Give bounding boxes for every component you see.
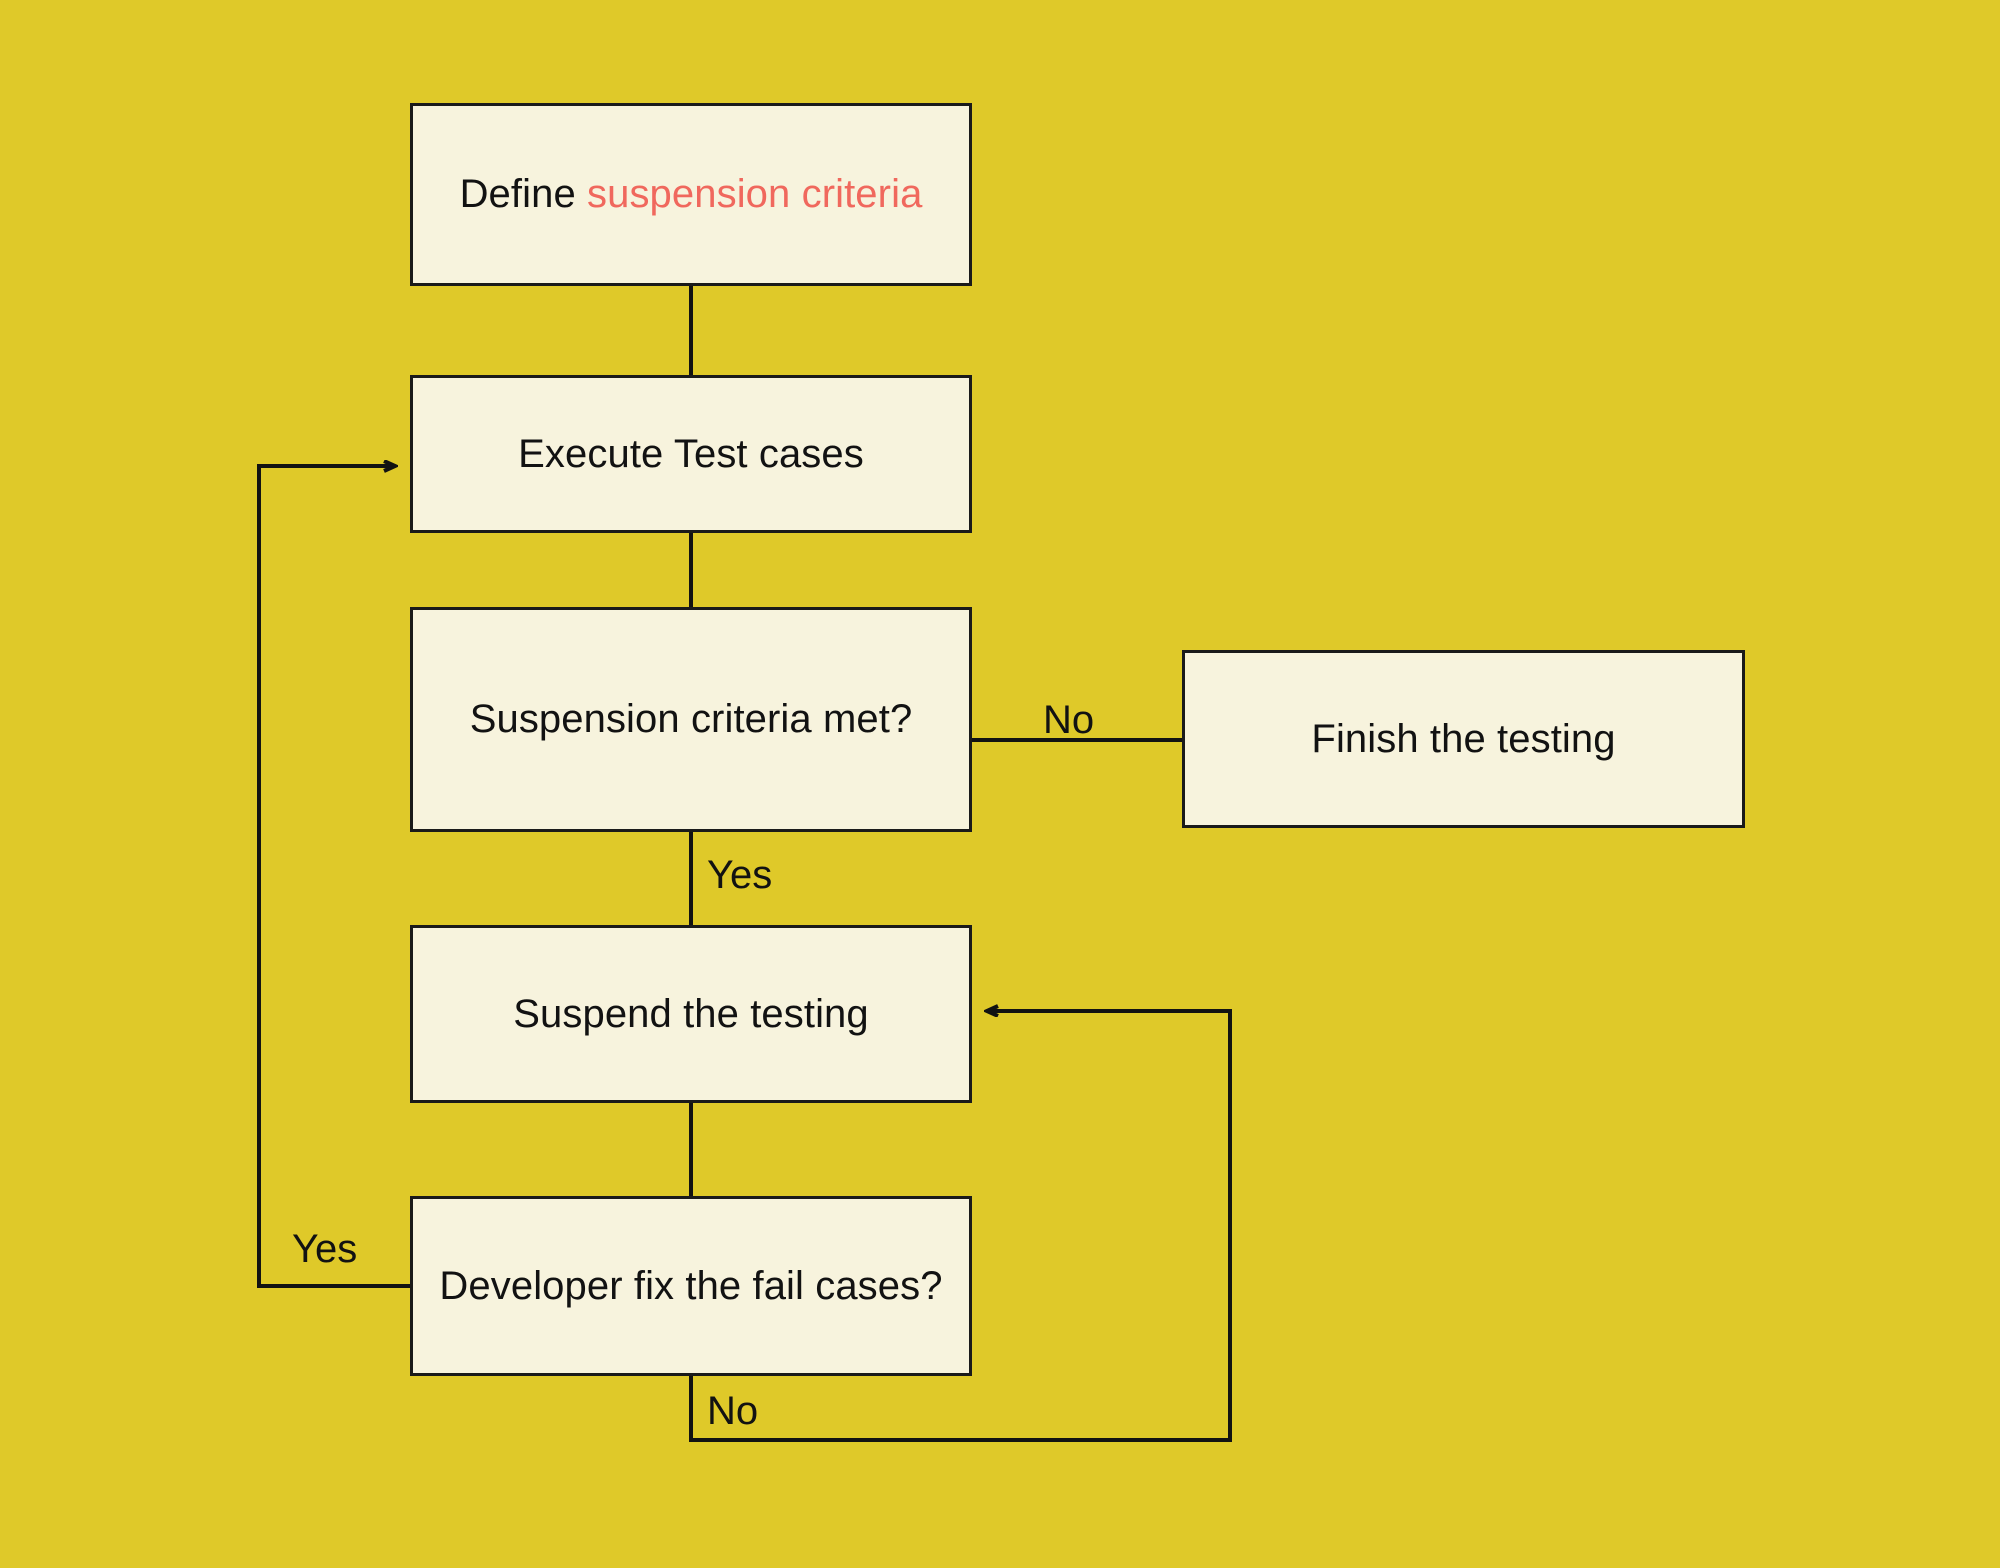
connector-developer-no-to-suspend (689, 1011, 1232, 1442)
node-developer-fix-fail-cases-label: Developer fix the fail cases? (439, 1263, 943, 1308)
node-execute-test-cases-label: Execute Test cases (518, 431, 864, 476)
node-suspend-the-testing[interactable]: Suspend the testing (410, 925, 972, 1103)
node-suspend-the-testing-label: Suspend the testing (513, 991, 869, 1036)
edge-label-criteria-no: No (1043, 698, 1095, 742)
node-define-suspension-criteria[interactable]: Define suspension criteria (410, 103, 972, 286)
edge-label-developer-no: No (707, 1389, 759, 1433)
node-finish-the-testing-label: Finish the testing (1311, 716, 1616, 761)
node-label-prefix: Define (459, 172, 588, 217)
node-define-suspension-criteria-label: Define suspension criteria (460, 170, 923, 219)
node-execute-test-cases[interactable]: Execute Test cases (410, 375, 972, 533)
node-label-accent: suspension criteria (587, 172, 923, 217)
edge-label-criteria-yes: Yes (707, 853, 773, 897)
connector-developer-yes-to-execute (257, 466, 410, 1288)
edge-label-developer-yes: Yes (292, 1227, 358, 1271)
node-developer-fix-fail-cases[interactable]: Developer fix the fail cases? (410, 1196, 972, 1376)
node-finish-the-testing[interactable]: Finish the testing (1182, 650, 1745, 828)
node-suspension-criteria-met-label: Suspension criteria met? (469, 697, 913, 742)
node-suspension-criteria-met[interactable]: Suspension criteria met? (410, 607, 972, 832)
